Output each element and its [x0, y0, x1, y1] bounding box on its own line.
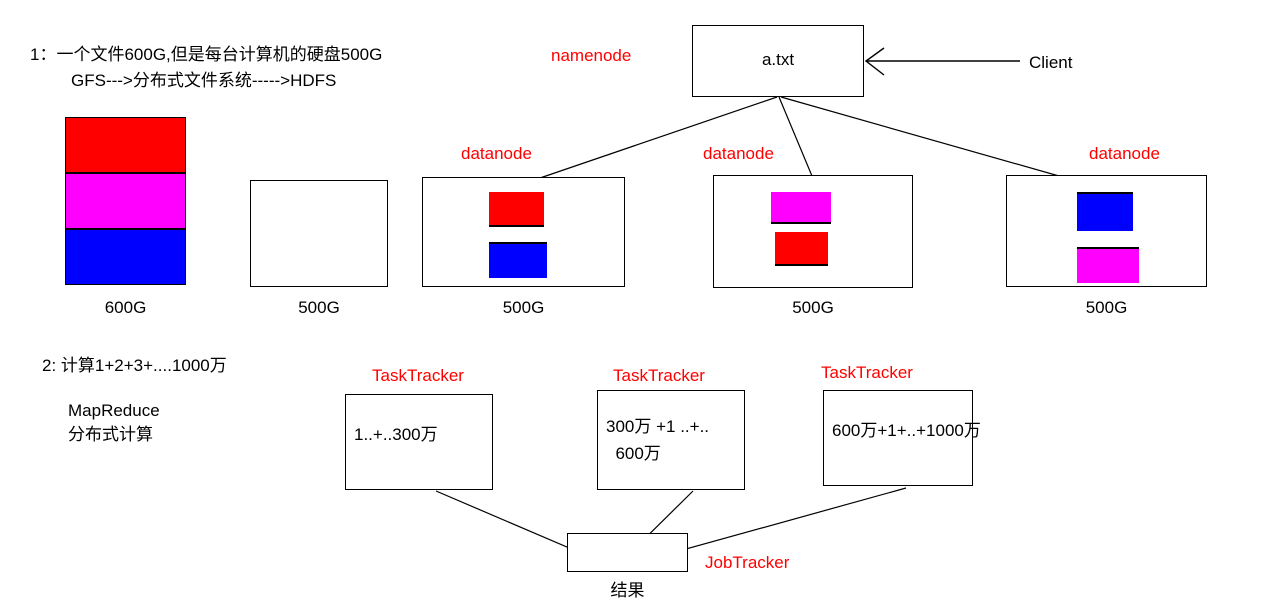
datanode-3-block-magenta [771, 192, 831, 224]
datanode-label-4: datanode [1089, 144, 1160, 163]
source-file-stack [65, 117, 186, 285]
datanode-2-block-blue [489, 242, 547, 278]
datanode-2-block-red [489, 192, 544, 227]
tasktracker-box-1[interactable]: 1..+..300万 [345, 394, 493, 490]
source-block-magenta [65, 173, 186, 229]
note-item1-line2: GFS--->分布式文件系统----->HDFS [71, 71, 337, 90]
datanode-box-1[interactable] [250, 180, 388, 287]
datanode-box-3[interactable] [713, 175, 913, 288]
result-caption: 结果 [610, 581, 645, 600]
datanode-caption-4: 500G [1085, 298, 1128, 317]
tasktracker-label-2: TaskTracker [613, 366, 705, 385]
source-block-blue [65, 229, 186, 285]
datanode-3-block-red [775, 232, 828, 266]
tasktracker-text-3: 600万+1+..+1000万 [832, 421, 981, 440]
tasktracker-text-1: 1..+..300万 [354, 425, 438, 444]
datanode-label-2: datanode [461, 144, 532, 163]
note-item1-line1: 1：一个文件600G,但是每台计算机的硬盘500G [30, 45, 383, 64]
tasktracker-text-2: 300万 +1 ..+.. 600万 [606, 417, 710, 463]
datanode-caption-3: 500G [792, 298, 834, 317]
note-item2-line3: 分布式计算 [68, 425, 153, 444]
datanode-box-4[interactable] [1006, 175, 1207, 287]
jobtracker-label: JobTracker [705, 553, 790, 572]
note-item2-line1: 2: 计算1+2+3+....1000万 [42, 356, 227, 375]
tasktracker-label-3: TaskTracker [821, 363, 913, 382]
datanode-4-block-magenta [1077, 247, 1139, 283]
datanode-caption-2: 500G [502, 298, 545, 317]
source-file-caption: 600G [104, 298, 147, 317]
client-label: Client [1029, 53, 1073, 72]
datanode-box-2[interactable] [422, 177, 625, 287]
tasktracker-box-3[interactable]: 600万+1+..+1000万 [823, 390, 981, 486]
namenode-file-label: a.txt [761, 50, 795, 69]
datanode-label-3: datanode [703, 144, 774, 163]
namenode-box[interactable]: a.txt [692, 25, 864, 97]
note-item2-line2: MapReduce [68, 401, 160, 420]
tasktracker-label-1: TaskTracker [372, 366, 464, 385]
datanode-caption-1: 500G [298, 298, 340, 317]
tasktracker-box-2[interactable]: 300万 +1 ..+.. 600万 [597, 390, 745, 490]
source-block-red [65, 117, 186, 173]
datanode-4-block-blue [1077, 192, 1133, 231]
namenode-label: namenode [551, 46, 632, 65]
jobtracker-result-box[interactable] [567, 533, 688, 572]
